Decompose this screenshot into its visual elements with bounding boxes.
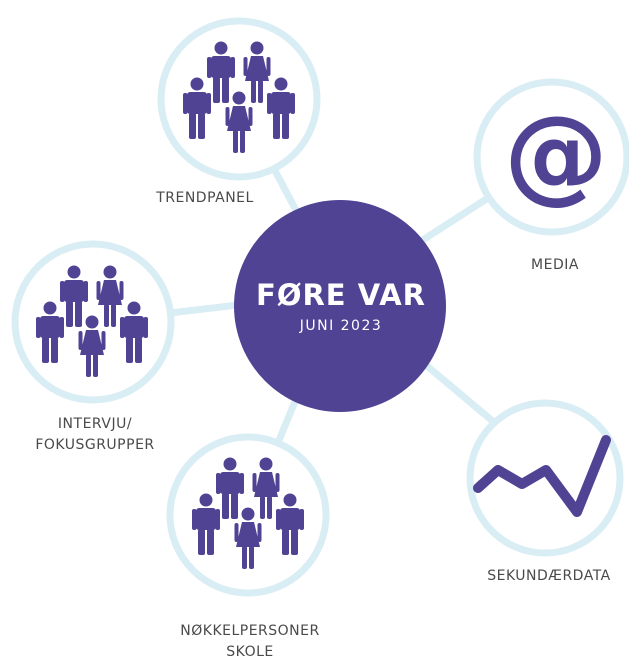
nokkelpersoner-label-line1: NØKKELPERSONER [180, 623, 320, 639]
center-circle [234, 200, 446, 412]
trendpanel-label-text: TRENDPANEL [156, 190, 254, 206]
intervju-label-line2: FOKUSGRUPPER [35, 437, 155, 453]
line-trend-icon [473, 435, 611, 517]
media-ring [473, 78, 629, 236]
sekundaerdata-ring [466, 399, 624, 557]
intervju-label: INTERVJU/ FOKUSGRUPPER [10, 414, 180, 456]
center-subtitle: JUNI 2023 [299, 318, 383, 334]
at-sign-icon: @ [504, 93, 608, 215]
intervju-label-line1: INTERVJU/ [57, 416, 133, 432]
media-label: MEDIA [500, 255, 610, 276]
nokkelpersoner-label: NØKKELPERSONER SKOLE [155, 621, 345, 663]
trendpanel-label: TRENDPANEL [130, 188, 280, 209]
media-label-text: MEDIA [531, 257, 579, 273]
center-title: FØRE VAR [256, 278, 426, 312]
sekundaerdata-label: SEKUNDÆRDATA [470, 566, 628, 587]
sekundaerdata-label-text: SEKUNDÆRDATA [487, 568, 611, 584]
nokkelpersoner-label-line2: SKOLE [226, 644, 274, 660]
